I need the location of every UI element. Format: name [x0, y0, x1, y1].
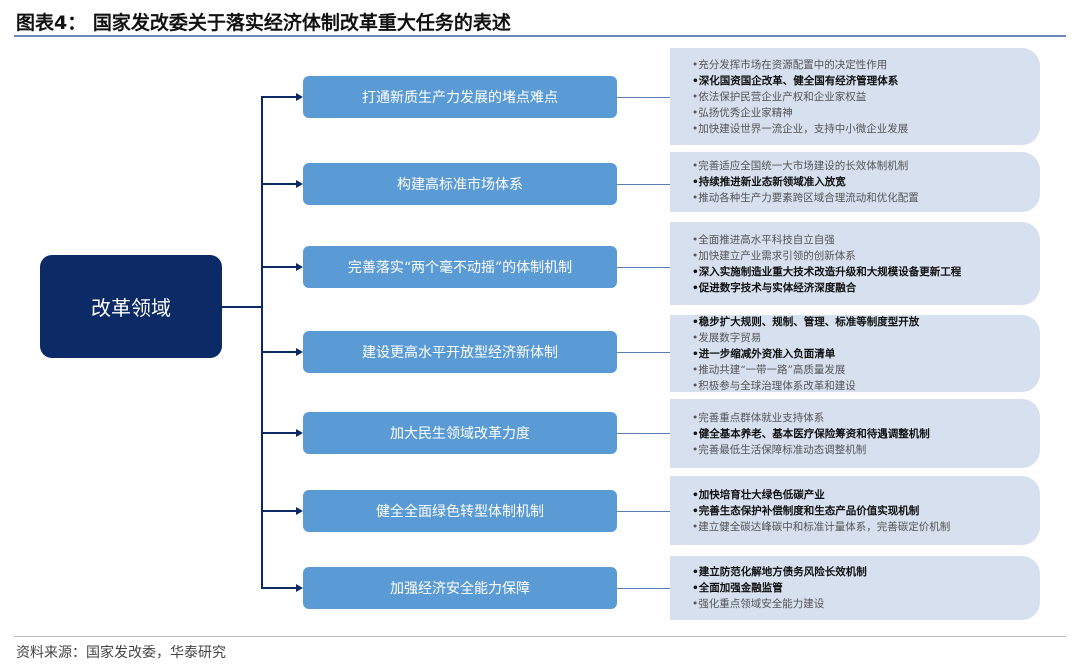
- title-divider: [14, 35, 1066, 37]
- branch-node: 加大民生领域改革力度: [303, 412, 617, 454]
- branch-node: 健全全面绿色转型体制机制: [303, 490, 617, 532]
- arrow-icon: [296, 507, 303, 515]
- detail-item: •完善最低生活保障标准动态调整机制: [692, 443, 867, 456]
- detail-item: •加快建立产业需求引领的创新体系: [692, 249, 856, 262]
- detail-item: •发展数字贸易: [692, 331, 762, 344]
- branch-node: 构建高标准市场体系: [303, 163, 617, 205]
- detail-item: •全面加强金融监管: [692, 582, 783, 594]
- detail-box: •完善重点群体就业支持体系 •健全基本养老、基本医疗保险筹资和待遇调整机制 •完善最…: [670, 399, 1040, 468]
- detail-box: •稳步扩大规则、规制、管理、标准等制度型开放 •发展数字贸易 •进一步缩减外资准入负…: [670, 315, 1040, 392]
- branch-node: 加强经济安全能力保障: [303, 567, 617, 609]
- detail-item: •加快培育壮大绿色低碳产业: [692, 488, 825, 501]
- detail-connector: [617, 588, 670, 589]
- detail-item: •建立健全碳达峰碳中和标准计量体系，完善碳定价机制: [692, 520, 951, 533]
- detail-item: •完善重点群体就业支持体系: [692, 411, 825, 424]
- detail-item: •全面推进高水平科技自立自强: [692, 233, 835, 246]
- detail-item: •持续推进新业态新领域准入放宽: [692, 176, 846, 188]
- detail-item: •完善适应全国统一大市场建设的长效体制机制: [692, 160, 909, 172]
- detail-item: •积极参与全球治理体系改革和建设: [692, 379, 856, 392]
- branch-connector: [262, 510, 296, 512]
- branch-connector: [262, 587, 296, 589]
- detail-box: •完善适应全国统一大市场建设的长效体制机制 •持续推进新业态新领域准入放宽 •推动各…: [670, 152, 1040, 212]
- arrow-icon: [296, 348, 303, 356]
- detail-box: •建立防范化解地方债务风险长效机制 •全面加强金融监管 •强化重点领域安全能力建设: [670, 556, 1040, 620]
- footer-divider: [14, 636, 1066, 637]
- detail-connector: [617, 97, 670, 98]
- detail-connector: [617, 352, 670, 353]
- detail-connector: [617, 511, 670, 512]
- arrow-icon: [296, 93, 303, 101]
- branch-connector: [262, 96, 296, 98]
- detail-item: •依法保护民营企业产权和企业家权益: [692, 90, 867, 103]
- root-connector: [222, 306, 262, 308]
- branch-node: 建设更高水平开放型经济新体制: [303, 331, 617, 373]
- detail-item: •促进数字技术与实体经济深度融合: [692, 281, 857, 294]
- branch-connector: [262, 266, 296, 268]
- branch-connector: [262, 351, 296, 353]
- arrow-icon: [296, 263, 303, 271]
- arrow-icon: [296, 180, 303, 188]
- detail-connector: [617, 433, 670, 434]
- detail-connector: [617, 267, 670, 268]
- detail-item: •推动各种生产力要素跨区域合理流动和优化配置: [692, 192, 919, 204]
- detail-box: •充分发挥市场在资源配置中的决定性作用 •深化国资国企改革、健全国有经济管理体系 •…: [670, 48, 1040, 145]
- detail-item: •稳步扩大规则、规制、管理、标准等制度型开放: [692, 315, 920, 328]
- detail-box: •全面推进高水平科技自立自强 •加快建立产业需求引领的创新体系 •深入实施制造业重大…: [670, 222, 1040, 305]
- detail-item: •完善生态保护补偿制度和生态产品价值实现机制: [692, 504, 920, 517]
- branch-connector: [262, 432, 296, 434]
- detail-item: •建立防范化解地方债务风险长效机制: [692, 566, 867, 578]
- branch-connector: [262, 183, 296, 185]
- detail-connector: [617, 184, 670, 185]
- detail-box: •加快培育壮大绿色低碳产业 •完善生态保护补偿制度和生态产品价值实现机制 •建立健全…: [670, 476, 1040, 545]
- detail-item: •充分发挥市场在资源配置中的决定性作用: [692, 58, 888, 71]
- detail-item: •健全基本养老、基本医疗保险筹资和待遇调整机制: [692, 427, 930, 440]
- detail-item: •弘扬优秀企业家精神: [692, 106, 793, 119]
- detail-item: •深入实施制造业重大技术改造升级和大规模设备更新工程: [692, 265, 962, 278]
- arrow-icon: [296, 584, 303, 592]
- detail-item: •推动共建“一带一路”高质量发展: [692, 363, 846, 376]
- detail-item: •加快建设世界一流企业，支持中小微企业发展: [692, 122, 909, 135]
- detail-item: •进一步缩减外资准入负面清单: [692, 347, 836, 360]
- branch-node: 打通新质生产力发展的堵点难点: [303, 76, 617, 118]
- detail-item: •强化重点领域安全能力建设: [692, 598, 825, 610]
- trunk-connector: [261, 96, 263, 589]
- figure-title: 图表4： 国家发改委关于落实经济体制改革重大任务的表述: [16, 12, 511, 34]
- branch-node: 完善落实“两个毫不动摇”的体制机制: [303, 246, 617, 288]
- detail-item: •深化国资国企改革、健全国有经济管理体系: [692, 74, 899, 87]
- source-note: 资料来源：国家发改委，华泰研究: [16, 645, 226, 661]
- arrow-icon: [296, 429, 303, 437]
- root-node: 改革领域: [40, 255, 222, 358]
